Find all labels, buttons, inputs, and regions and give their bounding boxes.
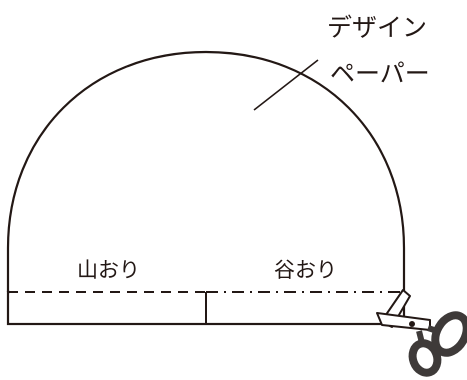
callout-label-line2: ペーパー bbox=[330, 59, 430, 88]
valley-fold-label: 谷おり bbox=[274, 258, 337, 282]
callout-leader bbox=[253, 59, 319, 111]
callout-label-line1: デザイン bbox=[327, 13, 427, 42]
paper-outline bbox=[6, 50, 406, 292]
scissors-icon bbox=[376, 289, 467, 377]
mountain-fold-label: 山おり bbox=[77, 258, 140, 282]
